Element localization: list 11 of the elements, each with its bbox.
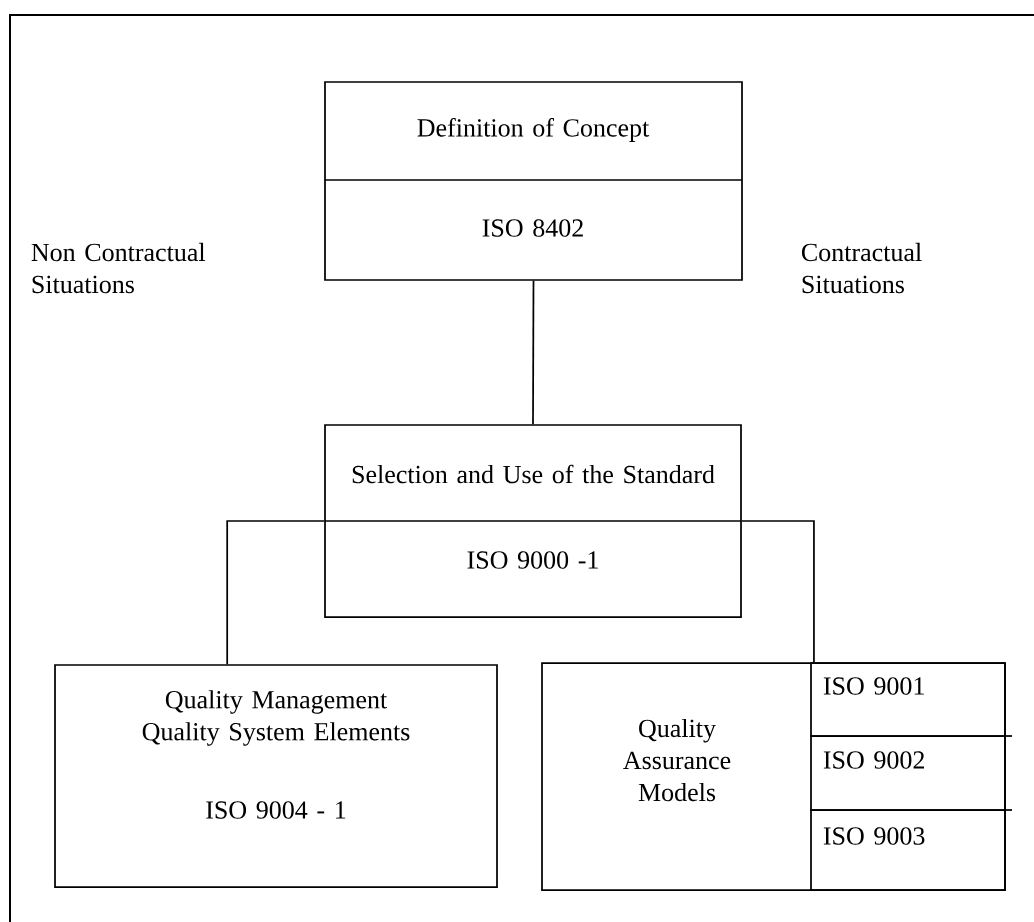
side-label: Non Contractual Situations <box>31 242 206 294</box>
connector-line <box>741 520 815 663</box>
standard-box: Definition of Concept ISO 8402 <box>324 81 743 281</box>
standard-cell: ISO 9002 <box>810 735 1006 811</box>
standard-box: Selection and Use of the Standard ISO 9000 -1 <box>324 424 742 618</box>
side-label: Contractual Situations <box>801 242 922 294</box>
standard-cell: ISO 9003 <box>810 809 1006 891</box>
standard-cell: ISO 9001 <box>810 662 1006 737</box>
connector-line <box>532 280 535 425</box>
standard-box: Quality Management Quality System Elements ISO 9004 - 1 <box>54 664 498 888</box>
connector-line <box>226 520 325 665</box>
